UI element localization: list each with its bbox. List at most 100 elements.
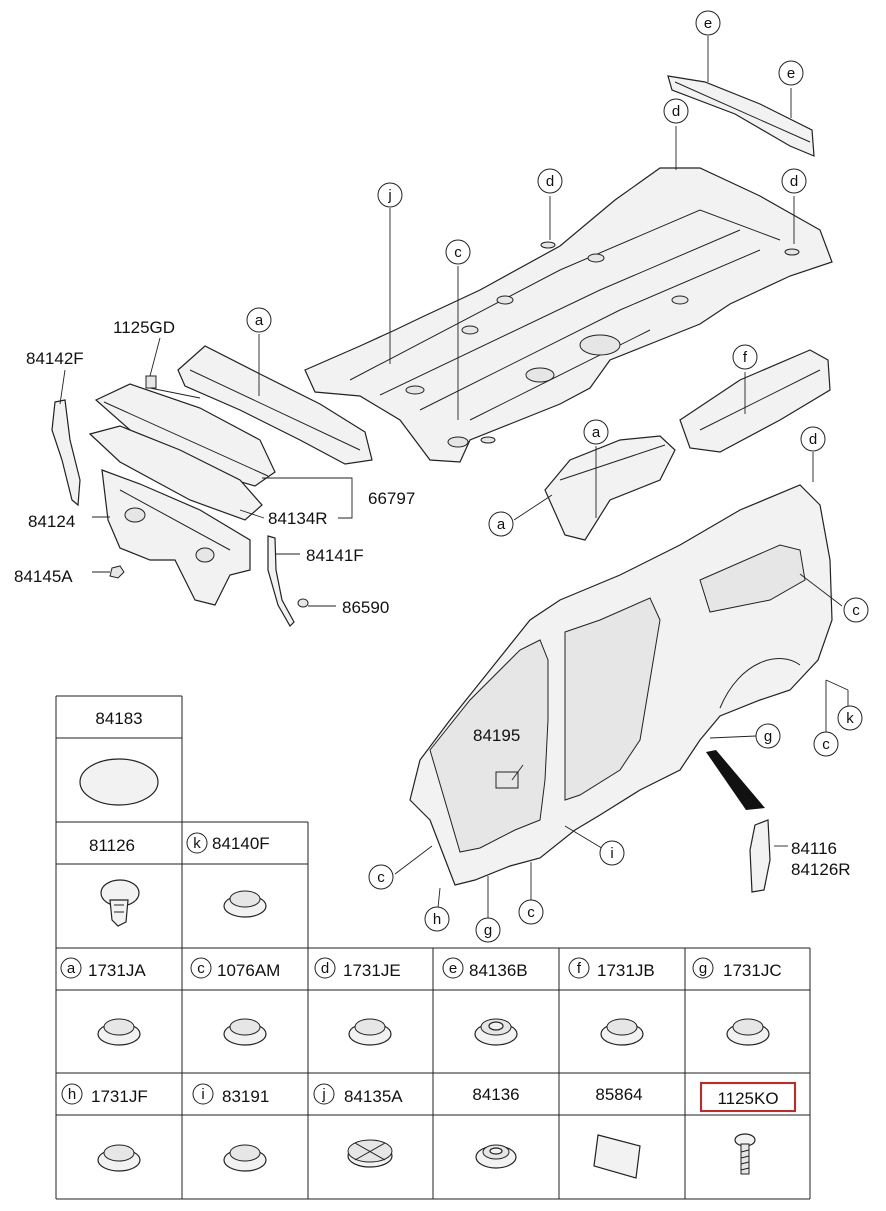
callout-letter: k: [846, 710, 854, 727]
svg-text:a: a: [67, 960, 76, 977]
bolt-1125GD: [145, 375, 201, 399]
cross-plug-icon: [347, 1139, 393, 1168]
callout-j: j: [377, 182, 403, 208]
plug-84136B-icon: [474, 1018, 518, 1046]
callout-h: h: [424, 906, 450, 932]
callout-letter: e: [704, 15, 712, 32]
clip-86590: [297, 598, 309, 608]
callout-letter: c: [852, 602, 860, 619]
callout-a1: a: [246, 307, 272, 333]
svg-text:g: g: [699, 960, 707, 977]
callout-d3: d: [781, 168, 807, 194]
table-cell-84140F-header: k 84140F: [186, 832, 270, 854]
part-label-84134R: 84134R: [268, 509, 328, 528]
pillar-84142F-part: [51, 399, 81, 507]
nut-84145A: [109, 565, 125, 579]
part-label-86590: 86590: [342, 598, 389, 617]
rear-crossmember-part: [544, 435, 676, 541]
table-code: 1731JC: [723, 961, 782, 980]
svg-text:c: c: [197, 960, 205, 977]
part-label-84141F: 84141F: [306, 546, 364, 565]
callout-letter: i: [610, 845, 613, 862]
callout-d1: d: [663, 98, 689, 124]
part-label-84142F: 84142F: [26, 349, 84, 368]
roof-rail-part: [667, 75, 815, 157]
plug-1731JB-icon: [600, 1018, 644, 1046]
callout-letter: d: [790, 173, 798, 190]
plug-1731JA-icon: [97, 1018, 141, 1046]
plug-84140F-icon: [223, 890, 267, 918]
plug-83191-icon: [223, 1144, 267, 1172]
bolt-icon: [734, 1133, 756, 1175]
callout-letter: g: [484, 922, 492, 939]
table-code: 1076AM: [217, 961, 280, 980]
table-code: 84136: [472, 1085, 519, 1104]
table-code: 1731JB: [597, 961, 655, 980]
table-code: 84135A: [344, 1087, 403, 1106]
pillar-84141F-part: [267, 535, 295, 627]
square-pad-icon: [593, 1134, 641, 1179]
callout-letter: c: [454, 244, 462, 261]
callout-a2: a: [583, 419, 609, 445]
table-code-81126: 81126: [89, 836, 135, 855]
table-code: 84136B: [469, 961, 528, 980]
cowl-upper-part: [177, 345, 373, 465]
callout-letter: h: [433, 911, 441, 928]
callout-letter: c: [822, 736, 830, 753]
table-row4-headers: h 1731JF i 83191 j 84135A 84136 85864 11…: [61, 1082, 796, 1112]
table-code: 1731JA: [88, 961, 146, 980]
table-code: 1731JF: [91, 1087, 148, 1106]
plug-1731JE-icon: [348, 1018, 392, 1046]
table-code: 84140F: [212, 834, 270, 853]
svg-text:j: j: [321, 1086, 325, 1103]
sill-patch-84116-part: [749, 819, 771, 893]
part-label-84145A: 84145A: [14, 567, 73, 586]
svg-text:i: i: [201, 1086, 204, 1103]
callout-c4: c: [368, 864, 394, 890]
callout-d4: d: [800, 426, 826, 452]
table-code: 1731JE: [343, 961, 401, 980]
callout-letter: c: [377, 869, 385, 886]
callout-e1: e: [695, 10, 721, 36]
callout-c5: c: [518, 899, 544, 925]
svg-text:d: d: [321, 960, 329, 977]
part-label-84126R: 84126R: [791, 860, 851, 879]
callout-letter: d: [546, 173, 554, 190]
part-label-84116: 84116: [791, 839, 837, 858]
callout-f: f: [732, 344, 758, 370]
dash-lower-member-part: [88, 425, 263, 521]
table-code-84183: 84183: [95, 709, 142, 728]
svg-text:h: h: [68, 1086, 76, 1103]
svg-text:f: f: [577, 960, 582, 977]
callout-letter: a: [497, 516, 506, 533]
table-code-highlighted: 1125KO: [717, 1089, 778, 1108]
callout-letter: j: [387, 187, 391, 204]
table-letter: k: [193, 835, 201, 852]
callout-letter: a: [255, 312, 264, 329]
oval-pad-icon: [79, 758, 159, 806]
callout-letter: e: [787, 65, 795, 82]
grommet-icon: [475, 1144, 517, 1169]
callout-c1: c: [445, 239, 471, 265]
callout-letter: g: [764, 728, 772, 745]
callout-d2: d: [537, 168, 563, 194]
plug-icons: [97, 890, 770, 1172]
callout-c3: c: [813, 731, 839, 757]
part-label-66797: 66797: [368, 489, 415, 508]
plug-1076AM-icon: [223, 1018, 267, 1046]
side-body-panel-part: [409, 484, 833, 886]
callout-k: k: [837, 705, 863, 731]
part-label-1125GD: 1125GD: [113, 318, 175, 337]
table-code: 83191: [222, 1087, 269, 1106]
part-label-84124: 84124: [28, 512, 75, 531]
callout-letter: f: [743, 349, 748, 366]
dash-panel-part: [101, 469, 251, 606]
callout-letter: d: [672, 103, 680, 120]
part-label-84195: 84195: [473, 726, 520, 745]
plug-1731JC-icon: [726, 1018, 770, 1046]
callout-a3: a: [488, 511, 514, 537]
table-row3-headers: a 1731JA c 1076AM d 1731JE e 84136B f 17…: [60, 957, 782, 980]
svg-text:e: e: [449, 960, 457, 977]
callout-e2: e: [778, 60, 804, 86]
pad-84195-part: [706, 750, 765, 810]
